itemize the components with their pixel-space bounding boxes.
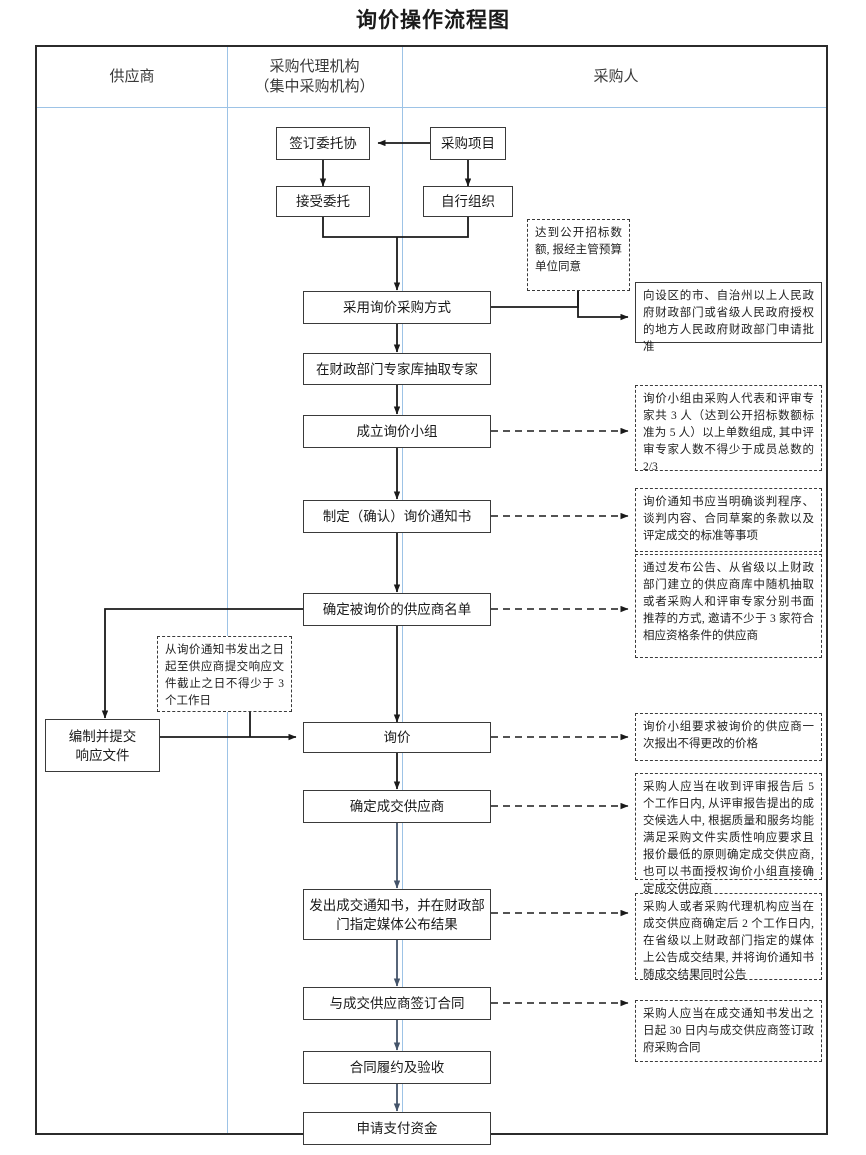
node-self-organize[interactable]: 自行组织 (423, 186, 513, 217)
note-group-composition: 询价小组由采购人代表和评审专家共 3 人（达到公开招标数额标准为 5 人）以上单… (635, 385, 822, 473)
node-determine-supplier-list[interactable]: 确定被询价的供应商名单 (303, 593, 491, 626)
column-header-purchaser: 采购人 (402, 47, 830, 107)
column-divider-2 (402, 47, 403, 1133)
node-prepare-submit-response-line1: 编制并提交 (68, 728, 137, 744)
node-adopt-inquiry-method[interactable]: 采用询价采购方式 (303, 291, 491, 324)
column-header-supplier-label: 供应商 (109, 69, 155, 85)
node-issue-award-notice-line2: 门指定媒体公布结果 (336, 916, 458, 932)
header-separator (37, 107, 826, 108)
column-divider-1 (227, 47, 228, 1133)
node-make-inquiry-notice[interactable]: 制定（确认）询价通知书 (303, 500, 491, 533)
node-draw-experts[interactable]: 在财政部门专家库抽取专家 (303, 353, 491, 385)
node-contract-performance-acceptance[interactable]: 合同履约及验收 (303, 1051, 491, 1084)
node-prepare-submit-response-line2: 响应文件 (75, 747, 130, 763)
note-announce-result: 采购人或者采购代理机构应当在成交供应商确定后 2 个工作日内, 在省级以上财政部… (635, 893, 822, 981)
note-public-bid-threshold: 达到公开招标数额, 报经主管预算单位同意 (527, 219, 630, 291)
note-contract-deadline: 采购人应当在成交通知书发出之日起 30 日内与成交供应商签订政府采购合同 (635, 1000, 822, 1062)
node-prepare-submit-response[interactable]: 编制并提交 响应文件 (45, 719, 160, 772)
node-inquiry[interactable]: 询价 (303, 722, 491, 753)
note-supplier-selection: 通过发布公告、从省级以上财政部门建立的供应商库中随机抽取或者采购人和评审专家分别… (635, 554, 822, 658)
node-issue-award-notice-line1: 发出成交通知书，并在财政部 (309, 897, 485, 913)
node-sign-contract[interactable]: 与成交供应商签订合同 (303, 987, 491, 1020)
column-header-supplier: 供应商 (37, 47, 227, 107)
node-sign-entrust[interactable]: 签订委托协 (276, 127, 370, 160)
node-apply-payment[interactable]: 申请支付资金 (303, 1112, 491, 1145)
column-header-agency-line1: 采购代理机构 (269, 59, 360, 75)
note-determine-winner-rule: 采购人应当在收到评审报告后 5 个工作日内, 从评审报告提出的成交候选人中, 根… (635, 773, 822, 895)
node-issue-award-notice[interactable]: 发出成交通知书，并在财政部 门指定媒体公布结果 (303, 889, 491, 940)
node-procurement-project[interactable]: 采购项目 (430, 127, 506, 160)
column-header-agency-line2: （集中采购机构） (254, 79, 375, 95)
page-title: 询价操作流程图 (356, 8, 510, 32)
note-one-time-quote: 询价小组要求被询价的供应商一次报出不得更改的价格 (635, 713, 822, 761)
node-determine-winning-supplier[interactable]: 确定成交供应商 (303, 790, 491, 823)
node-accept-entrust[interactable]: 接受委托 (276, 186, 370, 217)
note-response-deadline: 从询价通知书发出之日起至供应商提交响应文件截止之日不得少于 3 个工作日 (157, 636, 292, 712)
note-apply-approval: 向设区的市、自治州以上人民政府财政部门或省级人民政府授权的地方人民政府财政部门申… (635, 282, 822, 353)
node-form-inquiry-group[interactable]: 成立询价小组 (303, 415, 491, 448)
note-inquiry-notice-content: 询价通知书应当明确谈判程序、谈判内容、合同草案的条款以及评定成交的标准等事项 (635, 488, 822, 552)
column-header-agency: 采购代理机构 （集中采购机构） (227, 47, 402, 107)
column-header-purchaser-label: 采购人 (593, 69, 639, 85)
